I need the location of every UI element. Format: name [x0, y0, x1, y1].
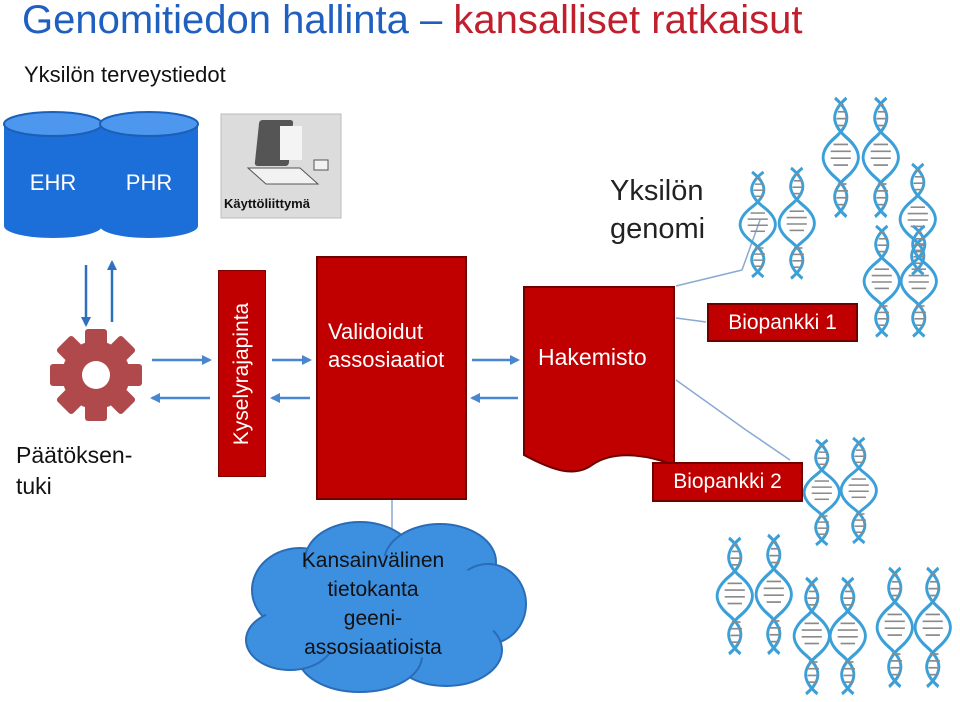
decision-support-line2: tuki — [16, 473, 52, 499]
query-interface-label: Kyselyrajapinta — [230, 302, 253, 445]
dna-helix-icon — [738, 96, 939, 338]
genome-label: Yksilön genomi — [610, 172, 705, 248]
link-genome-2 — [741, 219, 761, 271]
directory-shape — [523, 286, 675, 473]
cloud-icon — [245, 521, 527, 693]
ehr-database — [3, 111, 103, 238]
cloud-label: Kansainvälinen tietokanta geeni- assosia… — [280, 546, 466, 662]
ehr-label: EHR — [30, 170, 76, 195]
link-biobank2-b — [745, 429, 791, 461]
decision-support-line1: Päätöksen- — [16, 442, 133, 468]
cloud-line3: geeni- — [343, 607, 403, 630]
biobank2-box: Biopankki 2 — [652, 462, 803, 502]
user-interface-label: Käyttöliittymä — [224, 196, 310, 211]
query-interface-box: Kyselyrajapinta — [218, 270, 266, 477]
genome-label-line2: genomi — [610, 213, 706, 245]
link-genome — [675, 269, 743, 287]
phr-database — [99, 111, 199, 238]
decision-support-label: Päätöksen- tuki — [16, 440, 132, 502]
validated-associations-label: Validoidut assosiaatiot — [328, 318, 444, 374]
gear-icon — [50, 329, 142, 421]
phr-label: PHR — [126, 170, 172, 195]
validated-line1: Validoidut — [328, 319, 423, 344]
title-part2: kansalliset ratkaisut — [453, 0, 803, 42]
subtitle: Yksilön terveystiedot — [24, 62, 226, 87]
validated-line2: assosiaatiot — [328, 347, 445, 372]
page-title: Genomitiedon hallinta – kansalliset ratk… — [22, 0, 802, 43]
directory-label: Hakemisto — [538, 344, 647, 370]
link-biobank2 — [675, 379, 747, 431]
validated-associations-box: Validoidut assosiaatiot — [316, 256, 467, 500]
cloud-line4: assosiaatioista — [304, 636, 442, 659]
title-dash: – — [408, 0, 454, 42]
biobank1-box: Biopankki 1 — [707, 303, 858, 342]
computer-icon — [220, 113, 342, 219]
cloud-line1: Kansainvälinen — [301, 549, 445, 572]
title-part1: Genomitiedon hallinta — [22, 0, 409, 42]
link-biobank1 — [675, 317, 707, 323]
genome-label-line1: Yksilön — [610, 175, 704, 207]
cloud-line2: tietokanta — [327, 578, 419, 601]
